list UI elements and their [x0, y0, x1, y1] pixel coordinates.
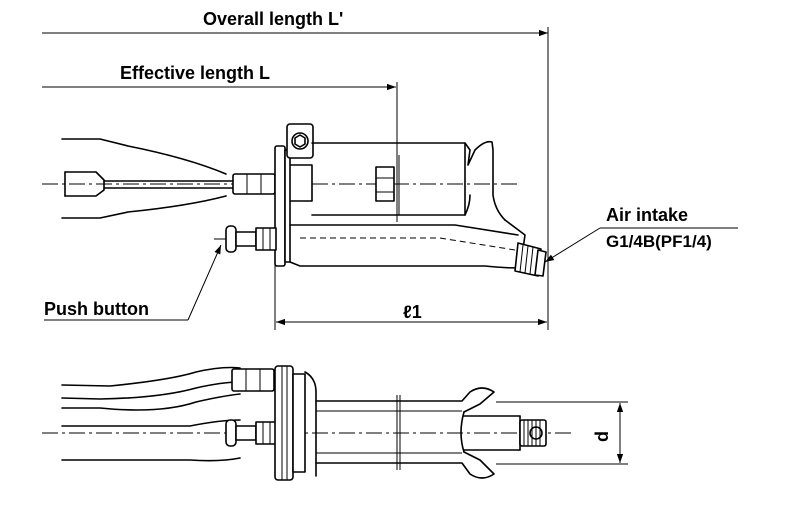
overall-length-label: Overall length L' — [203, 9, 343, 29]
air-intake-fitting — [514, 242, 547, 277]
push-button-leader — [187, 244, 222, 321]
effective-length-label: Effective length L — [120, 63, 270, 83]
push-button-part — [214, 225, 277, 253]
air-intake-leader — [544, 227, 601, 263]
d-dimension — [496, 401, 628, 465]
d-label: d — [592, 431, 612, 442]
side-air-fitting — [519, 419, 547, 447]
l1-label: ℓ1 — [403, 302, 422, 322]
overall-length-dimension: Overall length L' — [42, 9, 549, 330]
top-view — [42, 123, 738, 321]
push-button-label: Push button — [44, 299, 149, 319]
side-view — [42, 365, 628, 481]
wrench-handle — [61, 138, 227, 219]
l1-dimension: ℓ1 — [274, 265, 547, 330]
air-intake-label: Air intake — [606, 205, 688, 225]
air-intake-spec-label: G1/4B(PF1/4) — [606, 232, 712, 251]
body-upper — [311, 140, 506, 221]
